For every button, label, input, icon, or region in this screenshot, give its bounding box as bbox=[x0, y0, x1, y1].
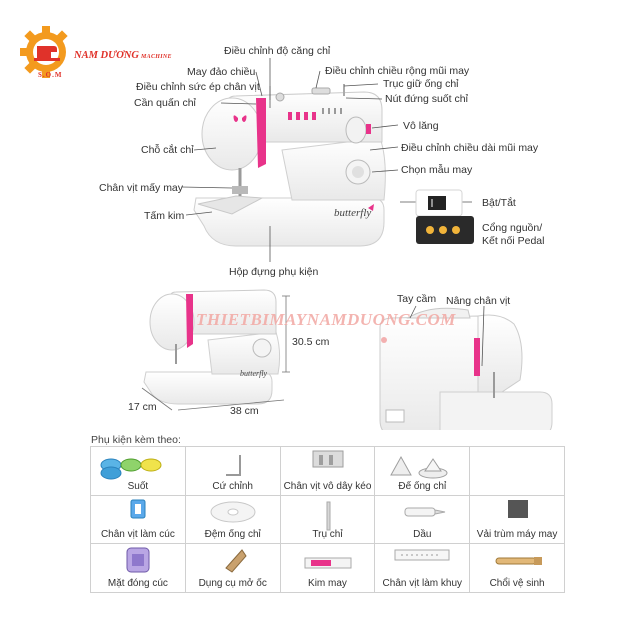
accessory-name: Vải trùm máy may bbox=[476, 529, 558, 541]
oil-icon bbox=[404, 507, 446, 517]
label-needle-plate: Tấm kim bbox=[144, 210, 185, 222]
label-reverse: May đảo chiều bbox=[187, 66, 256, 78]
gear-sewing-machine-icon bbox=[20, 26, 68, 78]
label-presser-lift: Nâng chân vịt bbox=[446, 295, 511, 307]
accessory-item bbox=[470, 447, 565, 496]
accessory-item: Mặt đóng cúc bbox=[91, 544, 186, 593]
label-power-port-line1: Cổng nguồn/ bbox=[482, 222, 543, 234]
accessory-name: Dụng cụ mở ốc bbox=[198, 578, 267, 589]
accessory-item: Trụ chỉ bbox=[280, 495, 376, 545]
dimension-depth: 17 cm bbox=[128, 401, 157, 413]
dimension-height: 30.5 cm bbox=[292, 336, 330, 348]
accessory-name: Chân vịt làm khuy bbox=[382, 578, 463, 589]
label-pattern-select: Chọn mẫu may bbox=[401, 164, 473, 176]
dimension-machine: butterfly bbox=[141, 289, 290, 411]
accessory-name: Mặt đóng cúc bbox=[107, 578, 168, 589]
svg-text:butterfly: butterfly bbox=[240, 369, 268, 378]
buttonhole-foot-icon bbox=[130, 499, 146, 519]
leader-lines bbox=[181, 58, 472, 262]
label-spool-pin: Trục giữ ống chỉ bbox=[383, 78, 459, 90]
brush-icon bbox=[495, 557, 543, 566]
accessory-item: Suốt bbox=[91, 447, 186, 496]
main-machine: butterfly bbox=[193, 84, 386, 247]
accessory-item: Dầu bbox=[375, 495, 471, 545]
accessory-name: Trụ chỉ bbox=[312, 529, 343, 541]
spool-base-icon bbox=[390, 455, 448, 479]
watermark: THIETBIMAYNAMDUONG.COM bbox=[196, 310, 456, 329]
dust-cover-icon bbox=[508, 499, 529, 518]
machine-diagram: butterfly bbox=[141, 58, 553, 430]
spool-pin-icon bbox=[326, 501, 331, 531]
label-stitch-width: Điều chỉnh chiều rộng mũi may bbox=[325, 65, 470, 77]
button-plate-icon bbox=[126, 547, 150, 573]
label-presser-pressure: Điều chỉnh sức ép chân vịt bbox=[136, 81, 260, 93]
accessory-item: Đệm ống chỉ bbox=[185, 495, 281, 545]
label-power-port-line2: Kết nối Pedal bbox=[482, 235, 545, 247]
logo-initials: S.O.M bbox=[38, 71, 63, 79]
zipper-foot-icon bbox=[312, 450, 344, 468]
accessory-item: Vải trùm máy may bbox=[470, 495, 565, 545]
label-accessory-box: Hộp đựng phụ kiện bbox=[229, 266, 319, 278]
side-machine bbox=[379, 305, 553, 430]
accessory-name: Chổi vệ sinh bbox=[489, 578, 545, 589]
accessories-grid: Suốt Cứ chỉnh Chân vịt vô dây kéo Đế ống… bbox=[90, 446, 565, 593]
accessory-name: Chân vịt làm cúc bbox=[100, 529, 175, 541]
accessory-item: Chổi vệ sinh bbox=[470, 544, 565, 593]
accessory-name: Đệm ống chỉ bbox=[204, 529, 261, 541]
screwdriver-icon bbox=[225, 549, 247, 573]
brand-text: butterfly bbox=[334, 207, 371, 219]
needles-icon bbox=[304, 557, 352, 569]
accessory-name: Dầu bbox=[413, 529, 432, 541]
label-tension: Điều chỉnh độ căng chỉ bbox=[224, 45, 331, 57]
label-presser-foot: Chân vịt mấy may bbox=[99, 182, 184, 194]
dimension-width: 38 cm bbox=[230, 405, 259, 417]
spool-pad-icon bbox=[210, 501, 256, 523]
accessory-name: Đế ống chỉ bbox=[398, 480, 447, 492]
power-switch bbox=[415, 189, 463, 217]
label-stitch-length: Điều chỉnh chiều dài mũi may bbox=[401, 142, 539, 154]
accessory-item: Chân vịt làm khuy bbox=[375, 544, 471, 593]
accessory-name: Chân vịt vô dây kéo bbox=[283, 480, 372, 492]
seam-guide-icon bbox=[225, 455, 241, 476]
label-thread-cutter: Chỗ cắt chỉ bbox=[141, 144, 194, 156]
buttonhole-ruler-icon bbox=[394, 549, 450, 561]
accessory-name: Suốt bbox=[127, 480, 149, 492]
accessory-name: Cứ chỉnh bbox=[212, 480, 253, 492]
accessory-item: Chân vịt làm cúc bbox=[91, 495, 186, 545]
accessory-item: Kim may bbox=[280, 544, 376, 593]
accessory-item: Cứ chỉnh bbox=[185, 447, 281, 496]
accessory-item: Dụng cụ mở ốc bbox=[185, 544, 281, 593]
label-handwheel: Vô lăng bbox=[403, 120, 439, 132]
accessories-title: Phụ kiện kèm theo: bbox=[91, 434, 181, 446]
accessory-name: Kim may bbox=[308, 578, 347, 589]
bobbins-icon bbox=[100, 458, 162, 480]
label-spool-stopper: Nút đứng suốt chỉ bbox=[385, 93, 468, 105]
power-port bbox=[416, 216, 474, 244]
label-power-switch: Bật/Tắt bbox=[482, 197, 516, 209]
accessory-item: Đế ống chỉ bbox=[375, 447, 471, 496]
label-handle: Tay cầm bbox=[397, 293, 437, 305]
label-bobbin-winder: Cần quấn chỉ bbox=[134, 97, 196, 109]
accessory-item: Chân vịt vô dây kéo bbox=[280, 447, 376, 496]
